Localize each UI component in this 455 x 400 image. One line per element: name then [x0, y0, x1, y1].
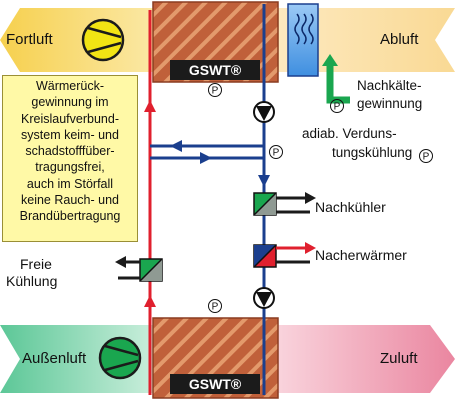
top-heat-exchanger: GSWT®: [152, 1, 279, 83]
pump-marker-bypass: P: [273, 148, 280, 159]
pump-top-icon: [253, 101, 275, 123]
abluft-band: [278, 8, 455, 72]
description-line: gewinnung im: [31, 95, 109, 110]
freie-kuehlung-label-2: Kühlung: [6, 273, 58, 289]
fortluft-fan-icon: [81, 18, 125, 62]
verdunstung-label-1: adiab. Verduns-: [302, 126, 397, 141]
description-line: tragungsfrei,: [35, 160, 105, 175]
bottom-exchanger-label: GSWT®: [189, 376, 242, 392]
pump-marker-nachkaelte: P: [334, 102, 341, 113]
nachkaelte-arrow-icon: [322, 54, 350, 104]
pump-marker-verdunstung: P: [423, 152, 430, 163]
fortluft-label: Fortluft: [6, 31, 53, 48]
bypass-arrow-right: [200, 152, 212, 164]
description-line: Wärmerück-: [35, 79, 105, 93]
aussenluft-fan-icon: [98, 336, 142, 380]
nacherwaermer-label: Nacherwärmer: [315, 247, 407, 263]
red-arrow-up-2: [144, 295, 156, 307]
freie-kuehlung-label-1: Freie: [20, 256, 52, 272]
nacherwaermer-coil-icon: [253, 242, 316, 268]
description-line: system keim- und: [21, 127, 119, 142]
description-line: Brandübertragung: [19, 209, 121, 224]
description-line: keine Rauch- und: [21, 193, 119, 208]
verdunstung-label-2: tungskühlung: [332, 145, 413, 160]
evaporative-cooler: [287, 3, 319, 77]
nachkaelte-label-1: Nachkälte-: [357, 78, 422, 93]
bypass-arrow-left: [170, 140, 182, 152]
description-line: Kreislaufverbund-: [21, 111, 119, 126]
description-line: schadstofffüber-: [25, 144, 115, 159]
bottom-heat-exchanger: GSWT®: [152, 317, 279, 399]
pump-marker-bottom: P: [212, 302, 219, 313]
description-line: auch im Störfall: [26, 176, 114, 191]
nachkaelte-label-2: gewinnung: [357, 96, 423, 111]
blue-arrow-down: [258, 175, 270, 187]
top-exchanger-label: GSWT®: [189, 62, 242, 78]
zuluft-band: [278, 325, 455, 393]
freie-kuehlung-coil-icon: [115, 256, 163, 282]
red-arrow-up-1: [144, 100, 156, 112]
nachkuehler-coil-icon: [253, 192, 316, 216]
aussenluft-label: Außenluft: [22, 350, 87, 367]
zuluft-label: Zuluft: [380, 350, 418, 367]
pump-marker-top: P: [212, 86, 219, 97]
description-box: Wärmerück- gewinnung im Kreislaufverbund…: [2, 75, 138, 242]
nachkuehler-label: Nachkühler: [315, 199, 386, 215]
abluft-label: Abluft: [380, 31, 419, 48]
pump-bottom-icon: [253, 287, 275, 309]
